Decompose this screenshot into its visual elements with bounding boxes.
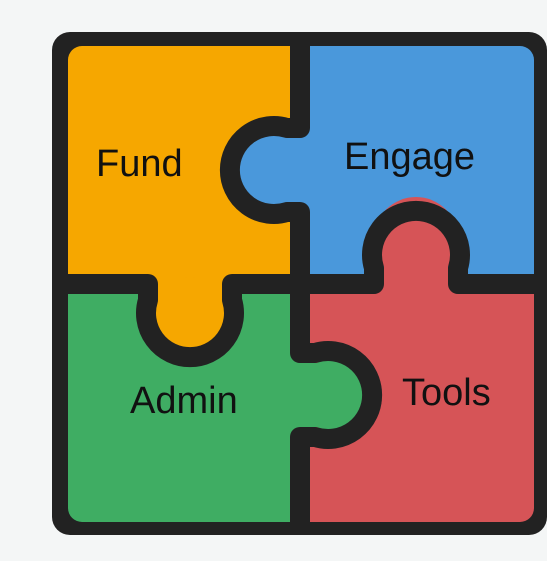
tab-fund-neck [158, 278, 222, 308]
label-engage: Engage [344, 136, 475, 178]
seam-admin-tools [290, 284, 383, 522]
label-fund: Fund [96, 143, 183, 185]
label-admin: Admin [130, 380, 238, 422]
tab-tools-neck [384, 262, 448, 292]
seam-fund-engage [219, 46, 310, 290]
seam-fund-admin [68, 274, 300, 368]
seam-engage-tools [300, 200, 534, 294]
tab-admin-neck [290, 363, 320, 427]
tab-engage-neck [285, 138, 315, 202]
label-tools: Tools [402, 372, 491, 414]
puzzle-seams [68, 46, 534, 522]
